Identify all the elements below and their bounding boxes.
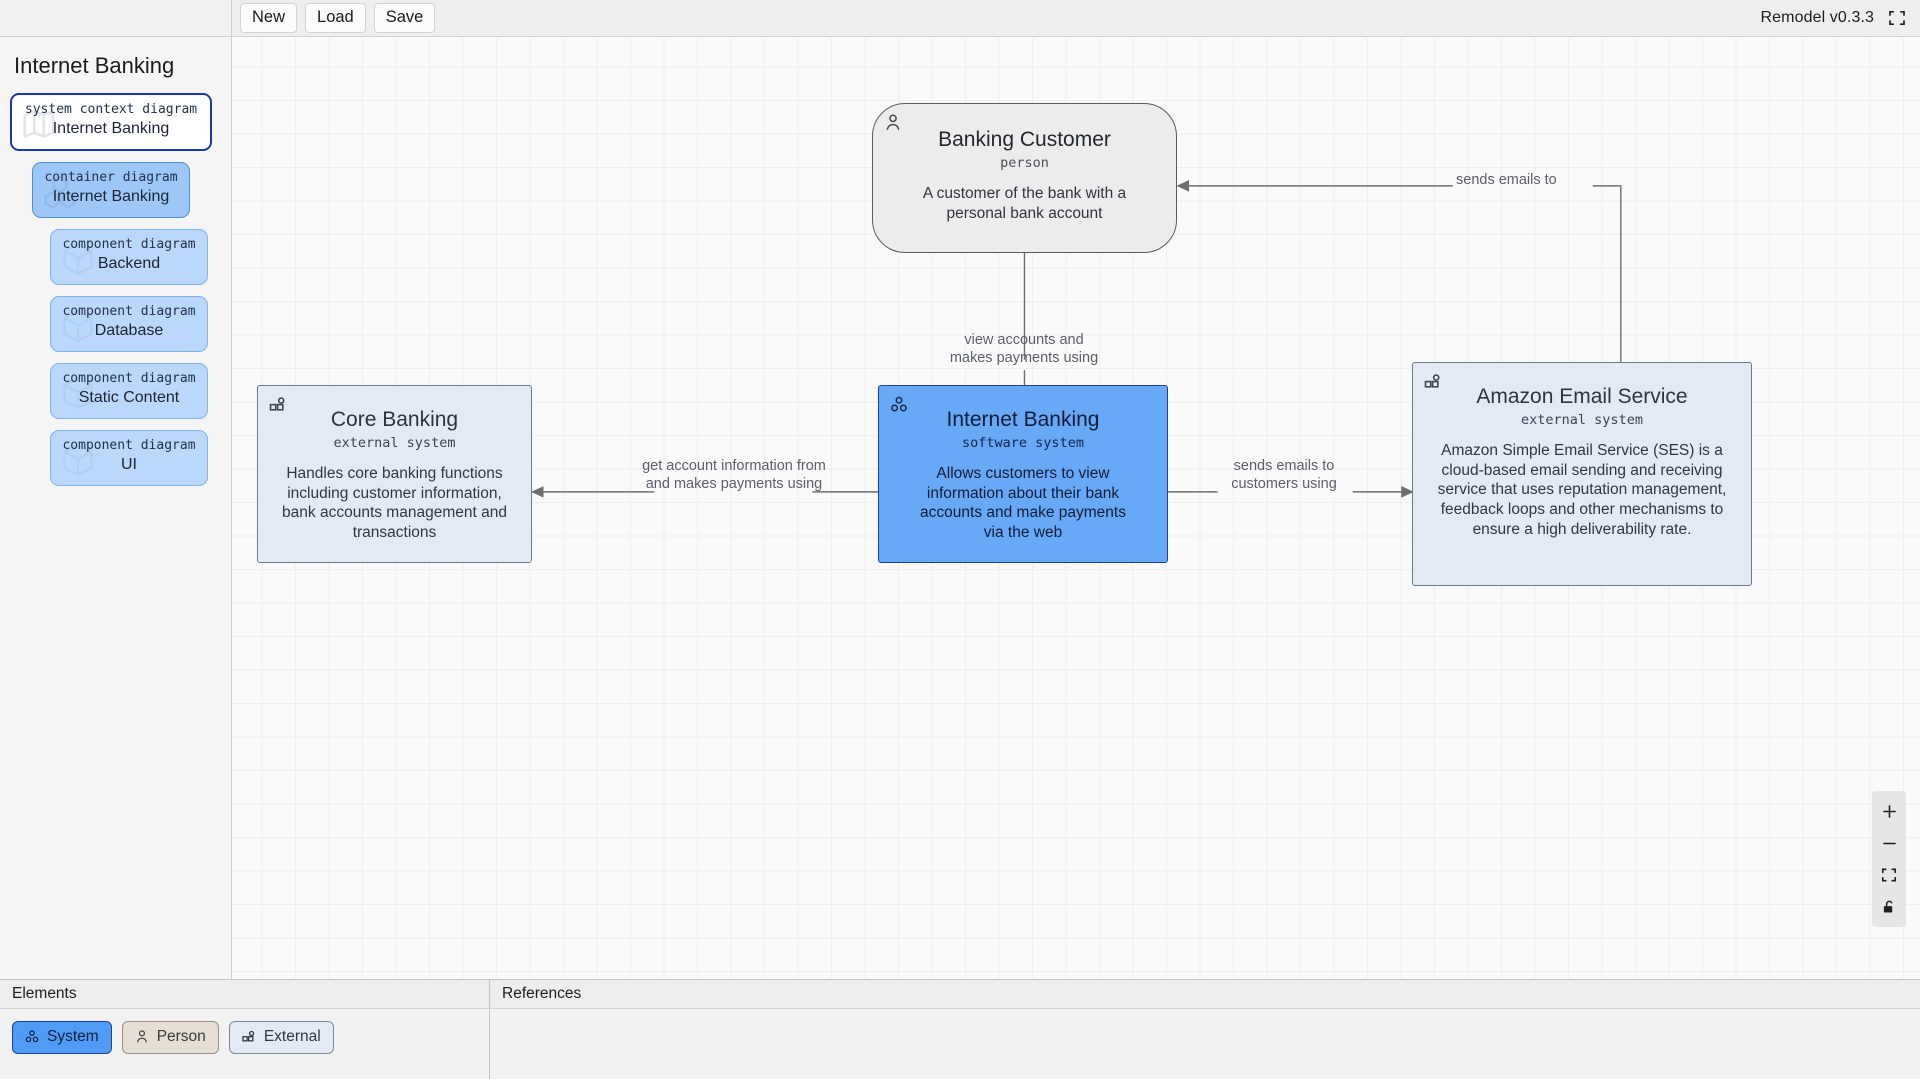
node-description: A customer of the bank with a personal b…	[922, 185, 1127, 222]
external-system-icon	[242, 1030, 255, 1042]
node-amazon-email-service[interactable]: Amazon Email Service external system Ama…	[1412, 362, 1752, 586]
node-kind: person	[1000, 155, 1049, 172]
node-core-banking[interactable]: Core Banking external system Handles cor…	[257, 385, 532, 563]
sidebar-item-system-context-internet-banking[interactable]: system context diagram Internet Banking	[10, 93, 212, 152]
sidebar-item-container-internet-banking[interactable]: container diagram Internet Banking	[32, 162, 190, 219]
node-internet-banking[interactable]: Internet Banking software system Allows …	[878, 385, 1168, 563]
sidebar-item-label: Internet Banking	[52, 120, 170, 138]
node-kind: external system	[333, 435, 456, 452]
references-panel-body	[490, 1009, 1920, 1079]
new-button[interactable]: New	[240, 3, 298, 33]
sidebar-item-component-database[interactable]: component diagram Database	[50, 296, 208, 353]
references-panel-title: References	[490, 980, 1920, 1009]
sidebar-item-label: Backend	[97, 255, 161, 273]
diagram-canvas[interactable]: Banking Customer person A customer of th…	[232, 37, 1920, 979]
sidebar-item-kind: component diagram	[62, 237, 196, 253]
system-icon	[25, 1030, 39, 1043]
node-description: Allows customers to view information abo…	[920, 465, 1126, 542]
diagram-tree: system context diagram Internet Banking …	[0, 93, 231, 487]
sidebar-item-kind: container diagram	[44, 170, 178, 186]
top-row: New Load Save Remodel v0.3.3	[0, 0, 1920, 37]
element-chip-label: System	[47, 1028, 99, 1046]
node-title: Core Banking	[330, 408, 459, 431]
elements-panel-body: System Person External	[0, 1009, 489, 1079]
body-row: Internet Banking system context diagram …	[0, 37, 1920, 979]
element-chip-label: External	[263, 1028, 321, 1046]
edge-label-email-to-customer: sends emails to	[1456, 172, 1557, 188]
element-chip-system[interactable]: System	[12, 1021, 112, 1054]
elements-panel: Elements System Person	[0, 980, 490, 1079]
node-kind: external system	[1521, 412, 1643, 429]
sidebar-item-component-ui[interactable]: component diagram UI	[50, 430, 208, 487]
references-panel: References	[490, 980, 1920, 1079]
toolbar-status: Remodel v0.3.3	[1761, 9, 1906, 27]
save-button[interactable]: Save	[373, 3, 436, 33]
sidebar: Internet Banking system context diagram …	[0, 37, 232, 979]
sidebar-item-component-backend[interactable]: component diagram Backend	[50, 229, 208, 286]
toolbar-actions: New Load Save	[240, 3, 436, 33]
edge-label-internet-banking-to-core-banking: get account information from and makes p…	[642, 458, 826, 493]
sidebar-item-label: Database	[94, 322, 164, 340]
sidebar-item-kind: component diagram	[62, 371, 196, 387]
element-chip-external[interactable]: External	[228, 1021, 334, 1054]
sidebar-item-kind: component diagram	[62, 304, 196, 320]
sidebar-item-label: UI	[121, 456, 137, 474]
zoom-out-button[interactable]	[1872, 827, 1906, 859]
node-title: Banking Customer	[938, 128, 1111, 151]
person-icon	[136, 1030, 147, 1043]
sidebar-item-component-static-content[interactable]: component diagram Static Content	[50, 363, 208, 420]
sidebar-title: Internet Banking	[14, 53, 175, 78]
edge-label-customer-to-internet-banking: view accounts and makes payments using	[949, 332, 1099, 367]
fullscreen-icon[interactable]	[1888, 9, 1906, 27]
system-icon	[889, 395, 909, 415]
node-banking-customer[interactable]: Banking Customer person A customer of th…	[872, 103, 1177, 253]
zoom-controls	[1872, 791, 1906, 927]
diagram-edges	[531, 180, 1622, 498]
app-version-label: Remodel v0.3.3	[1760, 9, 1874, 26]
sidebar-item-label: Static Content	[78, 389, 180, 407]
node-description: Handles core banking functions including…	[282, 465, 507, 542]
element-chip-person[interactable]: Person	[121, 1021, 219, 1054]
sidebar-item-label: Internet Banking	[52, 188, 170, 206]
load-button[interactable]: Load	[305, 3, 366, 33]
element-chip-label: Person	[156, 1028, 206, 1046]
main-toolbar: New Load Save Remodel v0.3.3	[232, 0, 1920, 37]
elements-panel-title: Elements	[0, 980, 489, 1009]
bottom-panels: Elements System Person	[0, 979, 1920, 1079]
sidebar-top-strip	[0, 0, 232, 37]
external-system-icon	[268, 395, 288, 415]
zoom-in-button[interactable]	[1872, 795, 1906, 827]
external-system-icon	[1423, 372, 1443, 392]
person-icon	[883, 113, 903, 133]
sidebar-item-kind: component diagram	[62, 438, 196, 454]
node-kind: software system	[962, 435, 1084, 452]
edge-label-internet-banking-to-email: sends emails to customers using	[1231, 458, 1337, 493]
node-description: Amazon Simple Email Service (SES) is a c…	[1437, 442, 1727, 538]
node-title: Amazon Email Service	[1476, 385, 1688, 408]
fit-to-screen-icon[interactable]	[1872, 859, 1906, 891]
unlocked-padlock-icon[interactable]	[1872, 891, 1906, 923]
node-title: Internet Banking	[946, 408, 1100, 431]
sidebar-item-kind: system context diagram	[24, 102, 198, 117]
